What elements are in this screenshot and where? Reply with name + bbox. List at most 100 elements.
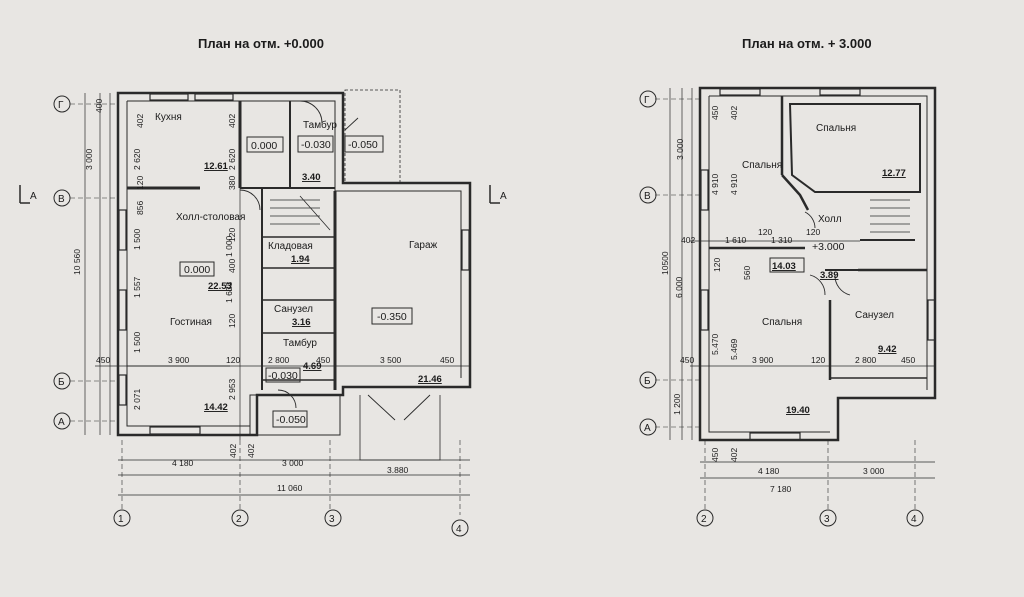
dim: 2 071 — [132, 388, 142, 410]
area-hall-left: 14.03 — [772, 261, 796, 272]
dim: 120 — [135, 176, 145, 190]
axis-3: 3 — [329, 514, 335, 525]
dim: 5.469 — [729, 338, 739, 360]
dim: 1 557 — [132, 276, 142, 298]
ground-floor-title: План на отм. +0.000 — [198, 36, 324, 51]
axis-a: А — [58, 417, 65, 428]
area-hall: 3.89 — [820, 270, 839, 281]
area-living: 14.42 — [204, 402, 228, 413]
dim: 402 — [246, 444, 256, 458]
dim: 11 060 — [277, 483, 303, 493]
dim: 120 — [758, 227, 772, 237]
dim: 402 — [227, 114, 237, 128]
upper-axis-lines — [655, 98, 916, 510]
dim: 10500 — [660, 251, 670, 275]
dim: 3 000 — [863, 466, 885, 476]
upper-axis-g: Г — [644, 95, 650, 106]
section-mark-left: А — [30, 191, 37, 202]
dim: 402 — [135, 114, 145, 128]
dim: 6 000 — [674, 276, 684, 298]
ground-stairs — [270, 195, 331, 231]
dim: 2 800 — [855, 355, 877, 365]
dim: 4 910 — [710, 173, 720, 195]
axis-v: В — [58, 194, 65, 205]
level-porch-bottom: -0.050 — [276, 414, 306, 426]
dim: 560 — [742, 266, 752, 280]
upper-axis-a: А — [644, 423, 651, 434]
room-bathroom: Санузел — [274, 304, 313, 315]
dim: 450 — [710, 106, 720, 120]
ground-axis-lines — [70, 103, 461, 515]
dim: 450 — [680, 355, 694, 365]
dim: 402 — [729, 448, 739, 462]
dim: 400 — [227, 259, 237, 273]
dim: 120 — [227, 228, 237, 242]
dim: 4 180 — [172, 458, 194, 468]
upper-floor-labels: Спальня Спальня Холл Спальня Санузел 12.… — [644, 95, 917, 525]
dim: 3 000 — [282, 458, 304, 468]
dim: 5.470 — [710, 333, 720, 355]
area-bedroom-bottom-left: 19.40 — [786, 405, 810, 416]
dim: 3 000 — [84, 148, 94, 170]
dim: 1 500 — [132, 228, 142, 250]
dim: 402 — [228, 444, 238, 458]
area-garage: 21.46 — [418, 374, 442, 385]
dim: 1 610 — [725, 235, 747, 245]
upper-axis-bubbles — [639, 90, 924, 527]
ground-dimension-lines — [84, 93, 470, 496]
dim: 120 — [227, 314, 237, 328]
room-hall-dining: Холл-столовая — [176, 212, 245, 223]
area-kitchen: 12.61 — [204, 161, 228, 172]
dim: 2 800 — [268, 355, 290, 365]
dim: 450 — [316, 355, 330, 365]
dim: 1 000 — [224, 235, 234, 257]
dim: 10 560 — [72, 249, 82, 275]
dim: 1 200 — [672, 393, 682, 415]
axis-2: 2 — [236, 514, 242, 525]
dim: 7 180 — [770, 484, 792, 494]
dim: 402 — [681, 235, 695, 245]
area-hall-dining: 22.53 — [208, 281, 232, 292]
upper-axis-2: 2 — [701, 514, 707, 525]
upper-floor-title: План на отм. + 3.000 — [742, 36, 872, 51]
level-hall: 0.000 — [184, 264, 210, 276]
upper-dimension-lines — [669, 88, 935, 479]
dim: 402 — [729, 106, 739, 120]
level-vestibule-top: -0.030 — [301, 139, 331, 151]
axis-g: Г — [58, 100, 64, 111]
dim: 3 900 — [168, 355, 190, 365]
dim: 450 — [901, 355, 915, 365]
ground-windows — [118, 93, 470, 435]
room-living: Гостиная — [170, 317, 212, 328]
dim: 4 910 — [729, 173, 739, 195]
room-bedroom-bottom-left: Спальня — [762, 317, 802, 328]
dim: 1 310 — [771, 235, 793, 245]
area-pantry: 1.94 — [291, 254, 310, 265]
axis-b: Б — [58, 377, 65, 388]
dim: 2 620 — [132, 148, 142, 170]
section-mark-right: А — [500, 191, 507, 202]
ground-floor-labels: Кухня Тамбур Холл-столовая Кладовая Сану… — [30, 99, 507, 535]
room-hall: Холл — [818, 214, 842, 225]
level-vestibule-bottom: -0.030 — [268, 370, 298, 382]
dim: 120 — [811, 355, 825, 365]
axis-4: 4 — [456, 524, 462, 535]
ground-section-marks — [19, 185, 500, 204]
dim: 3 900 — [752, 355, 774, 365]
dim: 2 620 — [227, 148, 237, 170]
dim: 1 633 — [224, 281, 234, 303]
upper-stairs — [870, 199, 910, 233]
upper-windows — [700, 88, 936, 441]
room-bedroom-top-right: Спальня — [816, 123, 856, 134]
upper-axis-v: В — [644, 191, 651, 202]
level-upper: +3.000 — [812, 241, 845, 253]
dim: 1 500 — [132, 331, 142, 353]
room-vestibule-bottom: Тамбур — [283, 337, 317, 349]
upper-floor-plan — [639, 86, 937, 527]
upper-axis-3: 3 — [824, 514, 830, 525]
area-bedroom-top-right: 12.77 — [882, 168, 906, 179]
level-porch-top: -0.050 — [348, 139, 378, 151]
dim: 120 — [226, 355, 240, 365]
ground-axis-bubbles — [53, 95, 469, 537]
dim: 4 180 — [758, 466, 780, 476]
